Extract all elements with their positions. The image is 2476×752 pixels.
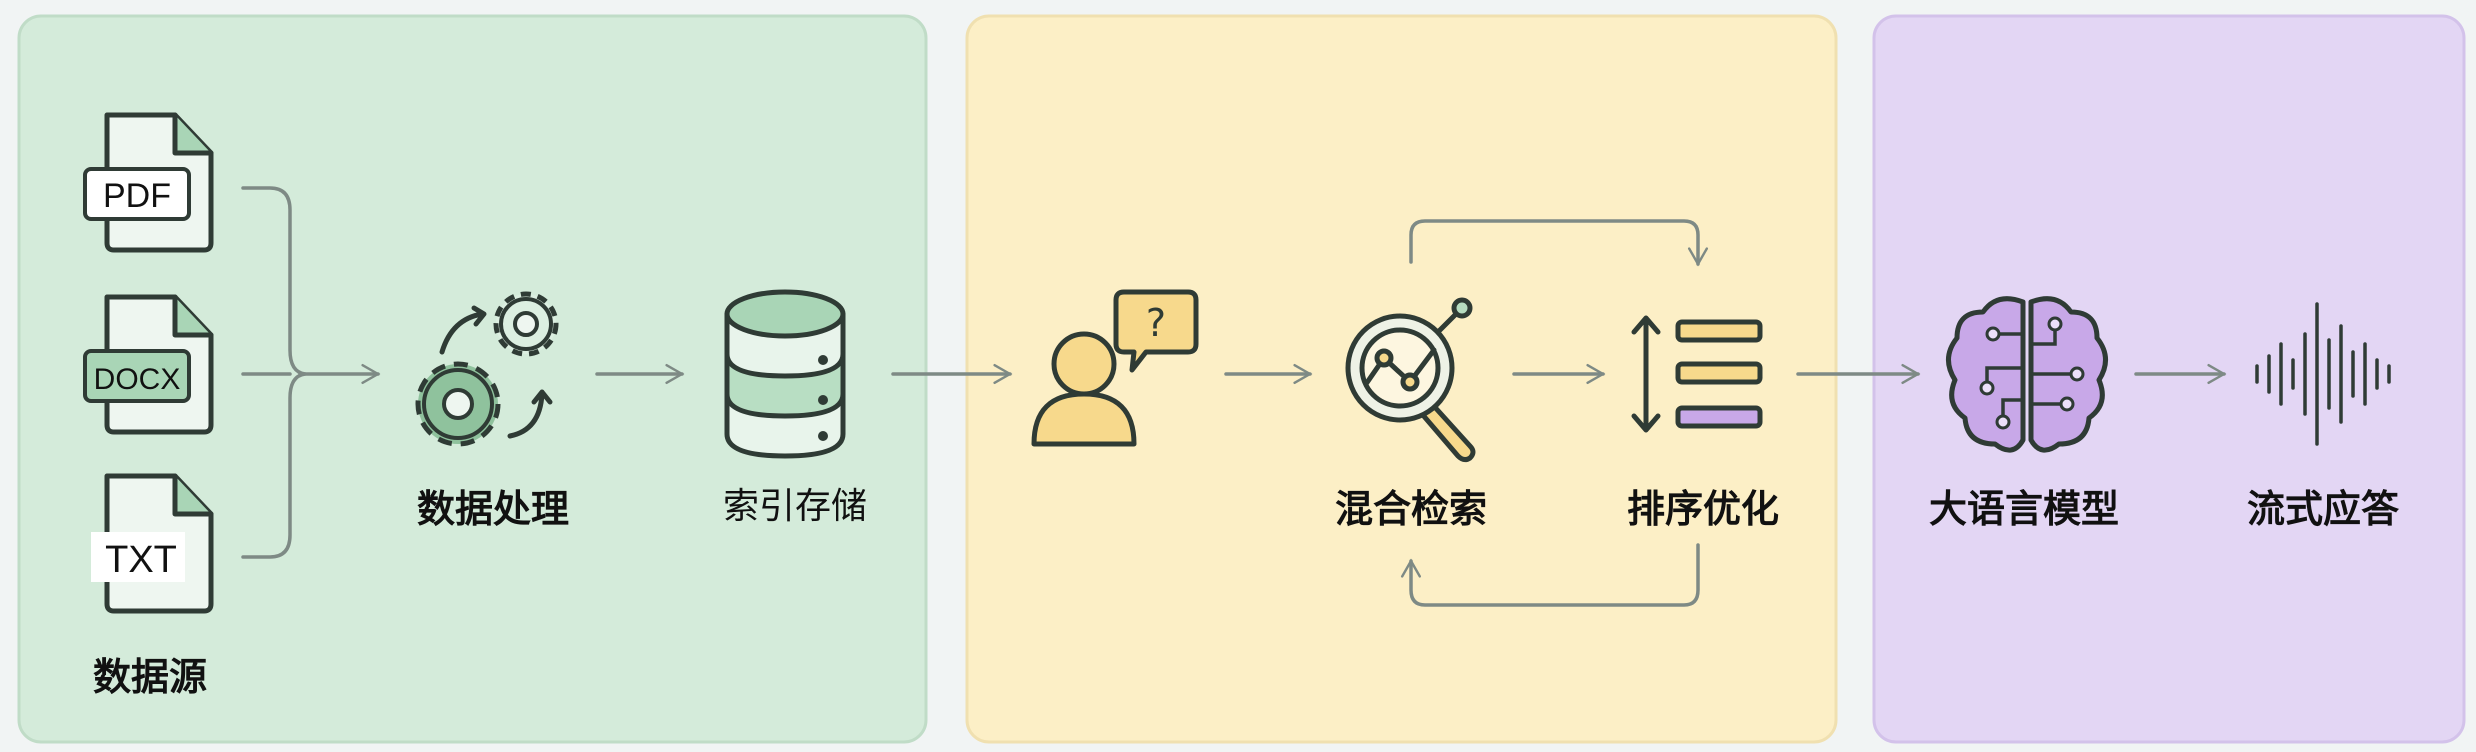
stream-label: 流式应答 (2247, 487, 2400, 531)
loop-top-arrow (1409, 219, 1709, 267)
txt-file-icon: TXT (91, 473, 214, 614)
database-icon (724, 289, 846, 459)
pdf-tag: PDF (103, 177, 171, 215)
brain-icon (1946, 296, 2108, 453)
pdf-file-icon: PDF (83, 112, 214, 253)
loop-bottom-arrow (1400, 543, 1700, 607)
docx-tag: DOCX (94, 363, 181, 396)
index-label: 索引存储 (723, 486, 867, 527)
txt-tag: TXT (105, 539, 177, 581)
user-question-icon: ? (1031, 289, 1199, 447)
hybrid-search-label: 混合检索 (1335, 487, 1487, 531)
hybrid-search-icon (1345, 297, 1476, 463)
rerank-label: 排序优化 (1627, 487, 1779, 531)
generation-panel (1872, 14, 2466, 744)
data-source-label: 数据源 (93, 655, 207, 699)
docx-file-icon: DOCX (83, 294, 214, 435)
llm-label: 大语言模型 (1929, 487, 2119, 531)
question-mark: ? (1146, 301, 1166, 345)
rerank-list-icon (1631, 315, 1763, 433)
waveform-icon (2255, 302, 2391, 446)
processing-label: 数据处理 (417, 487, 569, 531)
gears-icon (415, 291, 559, 447)
